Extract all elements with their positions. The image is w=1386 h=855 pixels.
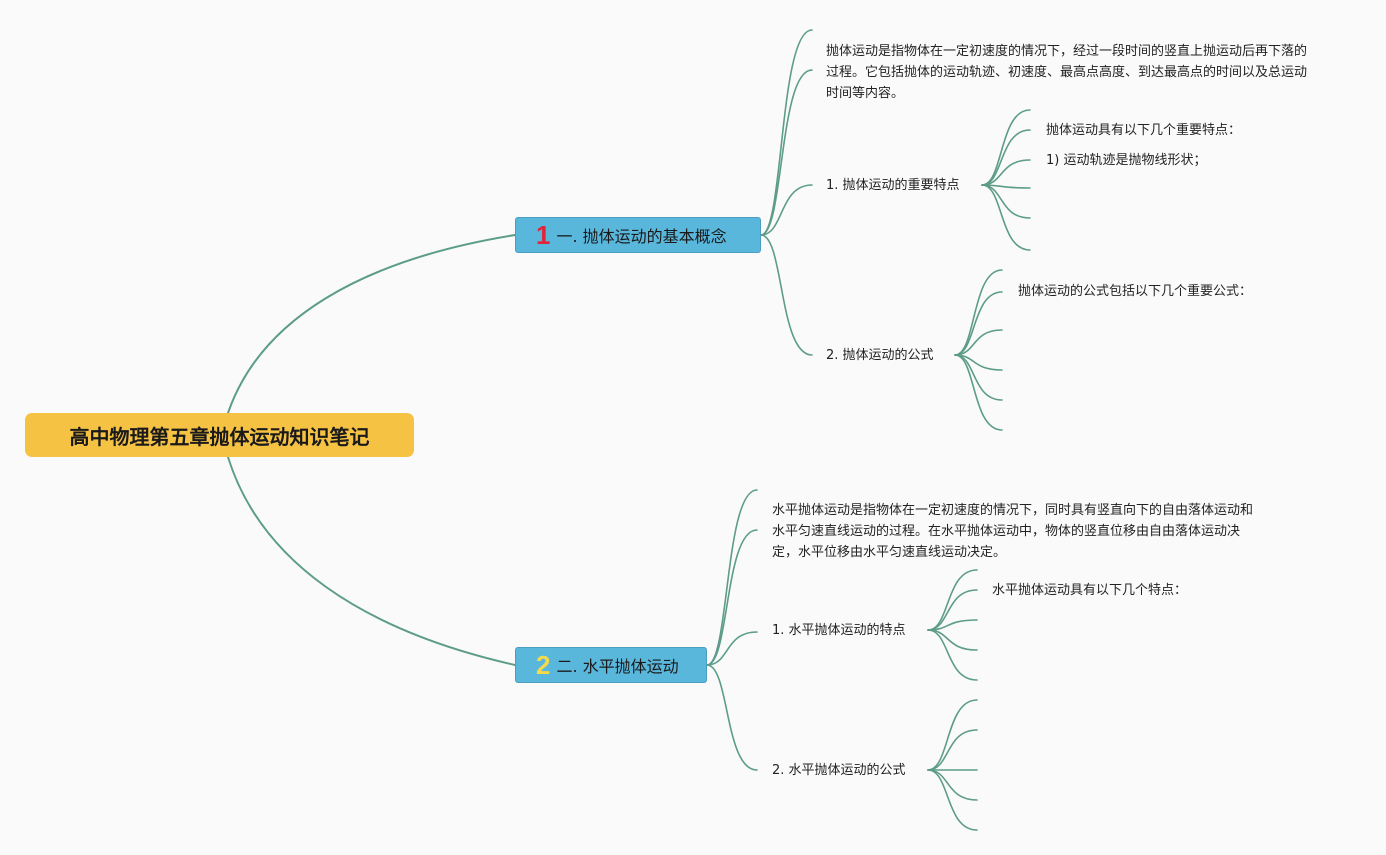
branch-2-description[interactable]: 水平抛体运动是指物体在一定初速度的情况下，同时具有竖直向下的自由落体运动和水平匀… bbox=[772, 503, 1254, 560]
branch-2-link-2 bbox=[706, 529, 758, 666]
branch-1-number-icon: 1 bbox=[536, 220, 551, 250]
branch-1-sub-2-link-3 bbox=[954, 329, 1003, 356]
branch-2-sub-2-link-5 bbox=[927, 769, 978, 831]
branch-1-sub-2-link-1 bbox=[954, 269, 1003, 356]
branch-2-label: 二. 水平抛体运动 bbox=[556, 657, 679, 676]
branch-2-subtopic-1[interactable]: 1. 水平抛体运动的特点 bbox=[772, 623, 906, 638]
root-to-branch-2-line bbox=[227, 456, 516, 666]
branch-1-node[interactable]: 1 一. 抛体运动的基本概念 bbox=[515, 217, 761, 253]
branch-2-node[interactable]: 2 二. 水平抛体运动 bbox=[515, 647, 707, 683]
branch-1-sub-1-link-5 bbox=[981, 184, 1031, 219]
branch-1-subtopic-2-child-1[interactable]: 抛体运动的公式包括以下几个重要公式： bbox=[1018, 284, 1253, 299]
branch-2-sub-1-link-5 bbox=[927, 629, 978, 681]
branch-2-link-3 bbox=[706, 631, 758, 666]
branch-1-sub-2-link-6 bbox=[954, 354, 1003, 431]
branch-1-subtopic-2[interactable]: 2. 抛体运动的公式 bbox=[826, 348, 934, 363]
branch-1-link-1 bbox=[760, 29, 813, 236]
branch-1-sub-2-link-2 bbox=[954, 291, 1003, 356]
branch-2-subtopic-1-child-1[interactable]: 水平抛体运动具有以下几个特点： bbox=[992, 583, 1188, 598]
root-to-branch-1-line bbox=[227, 234, 516, 414]
branch-1-link-3 bbox=[760, 184, 813, 236]
branch-2-link-4 bbox=[706, 664, 758, 771]
branch-1-sub-1-link-6 bbox=[981, 184, 1031, 251]
branch-1-subtopic-1-child-2[interactable]: 1) 运动轨迹是抛物线形状； bbox=[1046, 153, 1207, 168]
branch-1-label: 一. 抛体运动的基本概念 bbox=[556, 227, 727, 246]
branch-1-description[interactable]: 抛体运动是指物体在一定初速度的情况下，经过一段时间的竖直上抛运动后再下落的过程。… bbox=[826, 44, 1308, 101]
branch-2-subtopic-2[interactable]: 2. 水平抛体运动的公式 bbox=[772, 763, 906, 778]
branch-2-sub-2-link-1 bbox=[927, 699, 978, 771]
branch-1-link-4 bbox=[760, 234, 813, 356]
root-topic[interactable]: 高中物理第五章抛体运动知识笔记 bbox=[25, 413, 414, 457]
branch-1-link-2 bbox=[760, 69, 813, 236]
branch-2-number-icon: 2 bbox=[536, 650, 551, 680]
branch-1-sub-1-link-2 bbox=[981, 129, 1031, 186]
branch-1-subtopic-1-child-1[interactable]: 抛体运动具有以下几个重要特点： bbox=[1046, 123, 1242, 138]
branch-1-sub-2-link-5 bbox=[954, 354, 1003, 401]
branch-2-sub-2-link-4 bbox=[927, 769, 978, 801]
root-topic-label: 高中物理第五章抛体运动知识笔记 bbox=[69, 424, 370, 449]
branch-2-sub-2-link-2 bbox=[927, 729, 978, 771]
branch-1-sub-1-link-3 bbox=[981, 159, 1031, 186]
branch-1-subtopic-1[interactable]: 1. 抛体运动的重要特点 bbox=[826, 178, 960, 193]
